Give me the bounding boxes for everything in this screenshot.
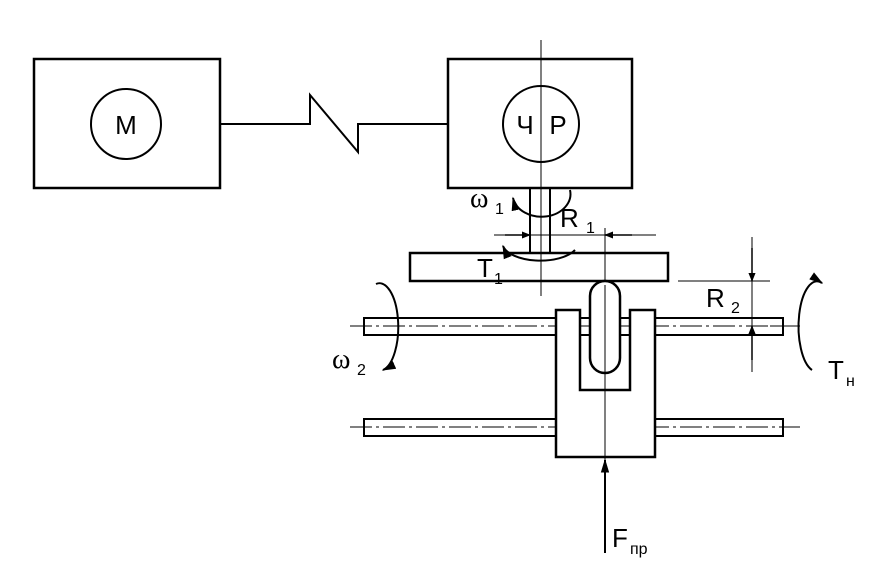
svg-text:F: F	[612, 523, 628, 553]
r2-label: R 2	[706, 283, 740, 317]
omega2-label: ω 2	[332, 344, 366, 379]
svg-text:R: R	[560, 203, 579, 233]
svg-text:ω: ω	[470, 183, 488, 214]
fpr-label: F пр	[612, 523, 648, 558]
svg-text:н: н	[846, 373, 855, 390]
svg-text:T: T	[828, 355, 844, 385]
svg-text:1: 1	[495, 201, 504, 218]
motor-label: М	[115, 110, 137, 140]
svg-text:1: 1	[586, 220, 595, 237]
regulator-label-right: Р	[549, 110, 566, 140]
t1-label: T 1	[477, 253, 503, 288]
drive-disc	[408, 251, 670, 283]
svg-text:пр: пр	[630, 541, 648, 558]
omega1-label: ω 1	[470, 183, 504, 218]
coupling-line	[220, 92, 448, 155]
regulator-label-left: Ч	[516, 110, 533, 140]
svg-text:ω: ω	[332, 344, 350, 375]
svg-text:2: 2	[731, 300, 740, 317]
motor-circle	[90, 88, 162, 160]
omega1-arc	[511, 189, 572, 218]
carriage-body	[554, 308, 657, 459]
t1-arc	[502, 244, 576, 262]
svg-text:1: 1	[494, 271, 503, 288]
regulator-box	[446, 57, 634, 190]
svg-text:2: 2	[357, 362, 366, 379]
r1-label: R 1	[560, 203, 595, 237]
tn-label: T н	[828, 355, 855, 390]
svg-text:R: R	[706, 283, 725, 313]
omega2-arc	[375, 282, 400, 371]
svg-text:T: T	[477, 253, 493, 283]
tn-arc	[797, 272, 824, 371]
